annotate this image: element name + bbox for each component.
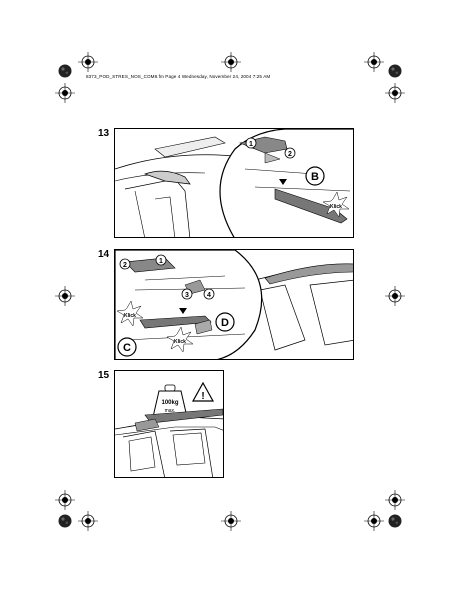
step-number-14: 14: [98, 249, 110, 260]
step-15-illustration: 100kg max. !: [115, 381, 223, 477]
step-14-marker-3: 3: [185, 292, 189, 299]
step-14-panel: 1 2 3 4 C D Klick Klick: [114, 249, 354, 360]
weight-max-label: max.: [165, 408, 176, 414]
step-14-klick-label-1: Klick: [124, 313, 136, 319]
svg-text:!: !: [201, 391, 204, 402]
step-13-marker-1: 1: [249, 141, 253, 148]
step-13-panel: 1 2 B Klick: [114, 128, 354, 238]
step-14-marker-4: 4: [207, 292, 211, 299]
step-number-15: 15: [98, 370, 110, 381]
step-14-marker-2: 2: [123, 262, 127, 269]
step-14-marker-C: C: [123, 342, 131, 354]
step-14-marker-1: 1: [159, 258, 163, 265]
step-14-marker-D: D: [221, 317, 229, 329]
step-13-klick-label: Klick: [330, 204, 342, 210]
step-14-klick-label-2: Klick: [174, 339, 186, 345]
warning-icon: !: [191, 381, 215, 402]
weight-value: 100kg: [161, 400, 178, 406]
file-header: 8373_POD_STRES_NOS_COM8.fm Page 4 Wednes…: [86, 74, 271, 79]
step-number-13: 13: [98, 128, 110, 139]
step-14-illustration: 1 2 3 4 C D Klick Klick: [115, 250, 353, 359]
step-13-marker-2: 2: [288, 151, 292, 158]
step-13-marker-B: B: [311, 171, 319, 183]
step-15-panel: 100kg max. !: [114, 370, 224, 478]
step-13-illustration: 1 2 B Klick: [115, 129, 353, 237]
